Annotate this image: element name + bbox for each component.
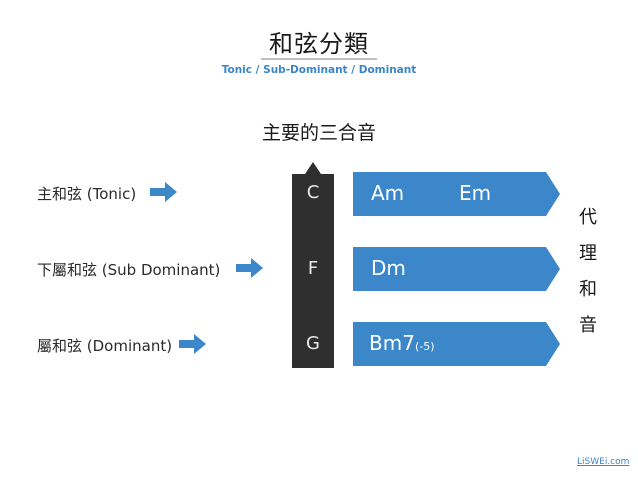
chord-primary-tonic: C: [306, 182, 320, 203]
row-label-dominant: 屬和弦 (Dominant): [37, 337, 173, 355]
substitute-tag-subdominant: [353, 247, 560, 291]
arrow-right-icon: [150, 182, 177, 202]
chord-substitute-bm7-root: Bm7: [369, 331, 415, 355]
side-label-char: 音: [579, 315, 597, 336]
chord-substitute-em: Em: [459, 181, 492, 205]
side-label-char: 代: [579, 207, 597, 228]
chord-substitute-bm7: Bm7(-5): [369, 331, 435, 355]
title-underline: [261, 58, 377, 60]
side-label-vertical: 代 理 和 音: [574, 200, 602, 344]
primary-triad-pillar: [292, 162, 334, 368]
side-label-char: 理: [579, 243, 597, 264]
page-title: 和弦分類: [269, 30, 369, 58]
chord-substitute-dm: Dm: [371, 256, 406, 280]
section-title: 主要的三合音: [261, 122, 376, 144]
side-label-char: 和: [579, 279, 597, 300]
substitute-tag-dominant: [353, 322, 560, 366]
watermark-link[interactable]: LiSWEi.com: [577, 457, 630, 467]
row-label-subdominant: 下屬和弦 (Sub Dominant): [37, 261, 221, 279]
chord-substitute-am: Am: [371, 181, 405, 205]
arrow-right-icon: [179, 334, 206, 354]
chord-substitute-bm7-alteration: (-5): [414, 340, 435, 353]
substitute-tag-tonic: [353, 172, 560, 216]
page-subtitle: Tonic / Sub-Dominant / Dominant: [221, 64, 417, 76]
chord-primary-subdominant: F: [307, 258, 319, 279]
chord-primary-dominant: G: [306, 333, 320, 354]
row-label-tonic: 主和弦 (Tonic): [37, 185, 137, 203]
arrow-right-icon: [236, 258, 263, 278]
